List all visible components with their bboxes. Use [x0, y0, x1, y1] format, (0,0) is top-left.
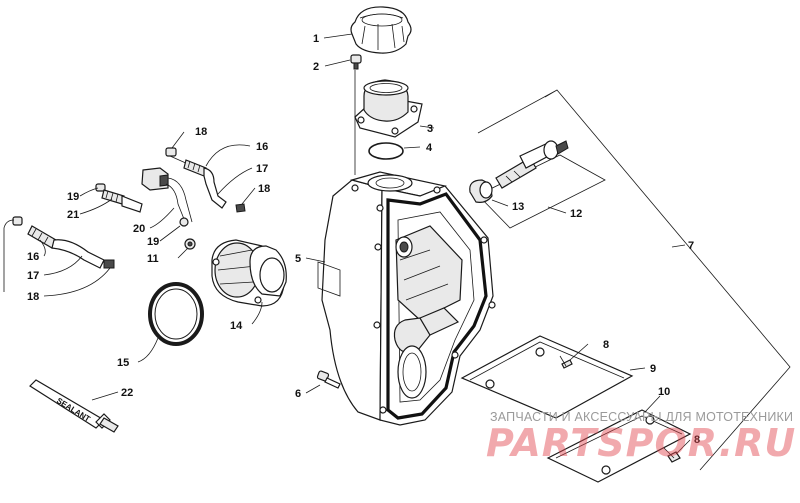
- fitting-part-11: [184, 238, 196, 250]
- leader-15: [137, 337, 159, 363]
- clip-19b: [179, 217, 189, 227]
- leader-7: [671, 244, 686, 248]
- callout-8-lower: 8: [694, 434, 700, 446]
- callout-4: 4: [426, 142, 433, 154]
- leader-10: [644, 395, 661, 413]
- callout-13: 13: [512, 201, 524, 213]
- leader-17b: [43, 255, 83, 276]
- callout-8-upper: 8: [603, 339, 609, 351]
- callout-17-upper: 17: [256, 163, 268, 175]
- callout-9: 9: [650, 363, 656, 375]
- leader-14: [251, 301, 263, 325]
- callout-22: 22: [121, 387, 133, 399]
- leader-4: [403, 146, 421, 149]
- callout-19-right: 19: [147, 236, 159, 248]
- callout-19-left: 19: [67, 191, 79, 203]
- sensor-connector-part-20: [141, 167, 193, 225]
- leader-19b: [159, 225, 181, 242]
- leader-8-upper: [569, 343, 589, 361]
- leader-6: [305, 384, 321, 394]
- screw-part-8-lower: [663, 447, 681, 463]
- callout-11: 11: [147, 253, 159, 265]
- grommet-part-13: [469, 179, 493, 203]
- cap-part-1: [350, 6, 412, 54]
- leader-19a: [79, 187, 99, 197]
- callout-7: 7: [688, 240, 694, 252]
- assembly-7-bracket: [477, 89, 791, 471]
- plate-part-10: [546, 409, 692, 483]
- leader-12: [547, 206, 567, 214]
- plug-part-2: [350, 54, 362, 70]
- leader-18a: [171, 131, 185, 149]
- leader-11: [177, 247, 189, 259]
- callout-20: 20: [133, 223, 145, 235]
- plate-part-9: [460, 335, 634, 419]
- leader-9: [629, 367, 646, 371]
- leader-2: [324, 59, 351, 67]
- leader-5: [305, 257, 326, 263]
- hose-assembly-upper: [165, 147, 246, 213]
- callout-10: 10: [658, 386, 670, 398]
- leader-20: [149, 207, 175, 229]
- leader-8-lower: [675, 439, 691, 455]
- filler-neck-part-3: [354, 79, 423, 138]
- leader-17a: [217, 167, 253, 195]
- leader-18b: [241, 187, 256, 205]
- watermark-caption: ЗАПЧАСТИ И АКСЕССУАРЫ ДЛЯ МОТОТЕХНИКИ: [490, 410, 793, 424]
- leader-3: [419, 125, 435, 129]
- leader-22: [91, 391, 119, 401]
- leader-21: [79, 198, 113, 215]
- watermark-brand: PARTSPOR.RU: [486, 421, 796, 465]
- callout-18-right: 18: [258, 183, 270, 195]
- callout-15: 15: [117, 357, 129, 369]
- fitting-part-12: [495, 140, 569, 189]
- callout-12: 12: [570, 208, 582, 220]
- bolt-part-6: [316, 370, 341, 389]
- callout-18-top: 18: [195, 126, 207, 138]
- callout-18-bottom: 18: [27, 291, 39, 303]
- assembly-12-bracket: [477, 154, 606, 229]
- seal-ring-part-15: [148, 282, 204, 346]
- callout-3: 3: [427, 123, 433, 135]
- callout-1: 1: [313, 33, 319, 45]
- pump-part-14: [211, 239, 287, 307]
- leader-16a: [205, 144, 251, 167]
- screw-part-8-upper: [559, 355, 573, 369]
- leader-18c: [3, 219, 15, 292]
- leader-1: [323, 33, 353, 39]
- hose-assembly-lower: [12, 216, 115, 269]
- leader-16b: [39, 239, 46, 257]
- leader-13: [491, 199, 509, 207]
- callout-16-lower: 16: [27, 251, 39, 263]
- callout-5: 5: [295, 253, 301, 265]
- sealant-tube-part-22: SEALANT: [29, 379, 119, 433]
- callout-6: 6: [295, 388, 301, 400]
- callout-16-upper: 16: [256, 141, 268, 153]
- housing-part-5: [317, 171, 496, 426]
- callout-17-lower: 17: [27, 270, 39, 282]
- callout-14: 14: [230, 320, 243, 332]
- callout-2: 2: [313, 61, 319, 73]
- hose-assembly-middle: [95, 183, 143, 213]
- callout-21: 21: [67, 209, 79, 221]
- leader-18d: [43, 267, 111, 297]
- o-ring-part-4: [368, 142, 404, 160]
